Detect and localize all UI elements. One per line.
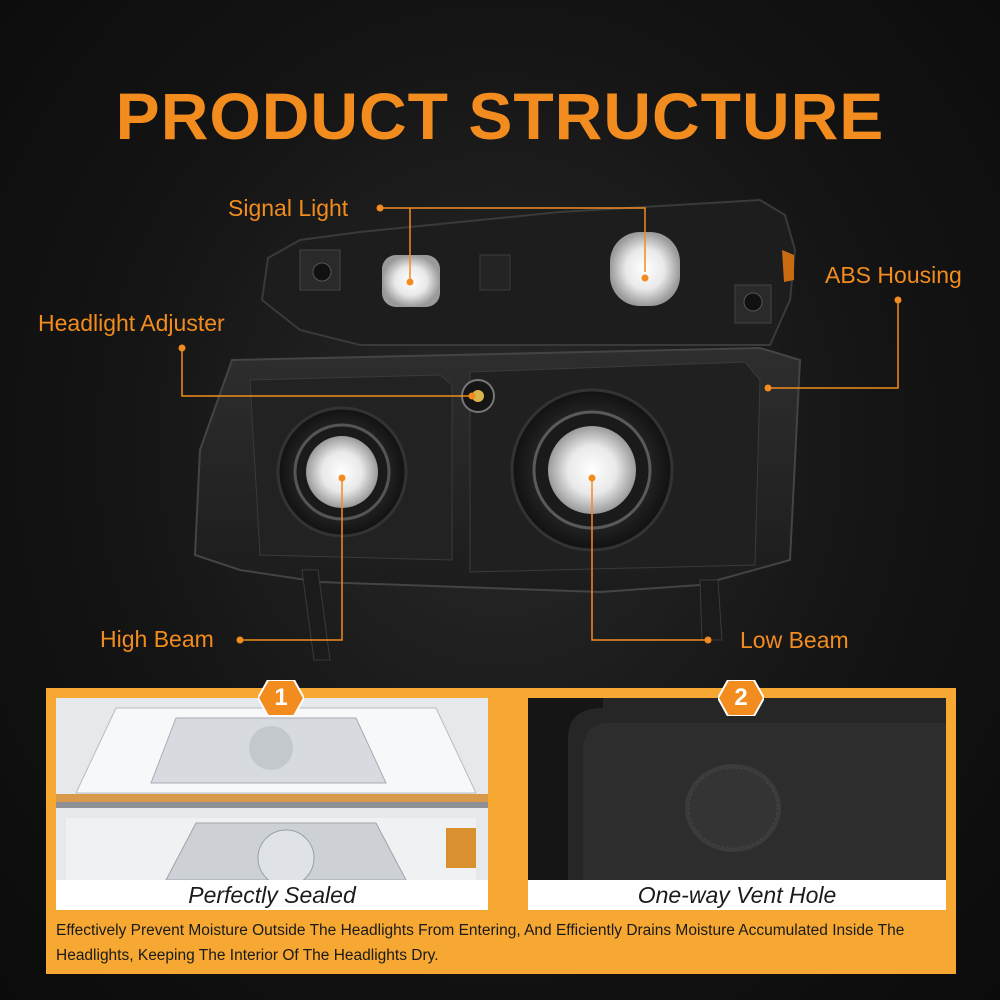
badge-1: 1	[256, 679, 306, 717]
caption-vent-hole: One-way Vent Hole	[528, 880, 946, 910]
headlight-illustration	[178, 198, 902, 661]
page-title: PRODUCT STRUCTURE	[115, 79, 885, 153]
caption-perfectly-sealed: Perfectly Sealed	[56, 880, 488, 910]
label-signal-light: Signal Light	[228, 195, 349, 221]
label-low-beam: Low Beam	[740, 627, 849, 653]
badge-2: 2	[716, 679, 766, 717]
feature-description: Effectively Prevent Moisture Outside The…	[56, 922, 905, 964]
label-abs-housing: ABS Housing	[825, 262, 962, 288]
vent-hole-closeup-image	[528, 698, 946, 880]
label-high-beam: High Beam	[100, 626, 214, 652]
low-beam-bulb	[548, 426, 636, 514]
high-beam-bulb	[306, 436, 378, 508]
feature-panel: 1 2 Perfectly Sealed One-way Vent Hole E…	[46, 679, 956, 974]
sealed-closeup-image	[56, 698, 488, 880]
label-headlight-adjuster: Headlight Adjuster	[38, 310, 225, 336]
